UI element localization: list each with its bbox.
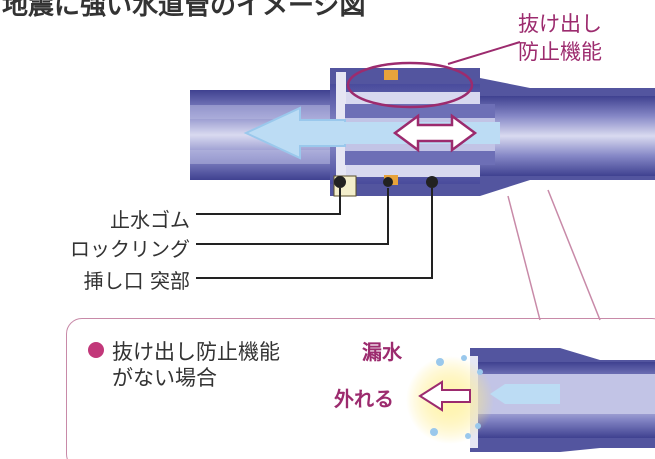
inset-note-line2: がない場合 xyxy=(112,366,217,390)
leak-label: 漏水 xyxy=(362,340,402,364)
leader-gasket xyxy=(196,188,341,215)
diagram-title: 地震に強い水道管のイメージ図 xyxy=(2,0,366,21)
label-protrusion: 挿し口 突部 xyxy=(83,269,190,293)
label-lock-ring: ロックリング xyxy=(70,237,190,261)
lock-ring-top xyxy=(384,70,398,80)
inset-flow-arrow xyxy=(505,384,560,404)
marker-protrusion xyxy=(426,176,438,188)
water-drops xyxy=(430,355,483,439)
detach-label: 外れる xyxy=(334,387,394,411)
bullet-icon xyxy=(88,342,104,358)
label-gasket: 止水ゴム xyxy=(110,208,190,232)
callout-ellipse xyxy=(346,61,474,109)
inset-note-line1: 抜け出し防止機能 xyxy=(112,340,280,364)
zoom-line-left xyxy=(507,195,541,321)
callout-leader xyxy=(447,41,521,65)
leader-ring xyxy=(196,188,389,245)
leader-protrusion xyxy=(196,188,433,279)
marker-ring xyxy=(383,177,393,187)
double-arrow-icon xyxy=(392,113,478,153)
inset-flow-arrow-head xyxy=(490,384,505,404)
marker-gasket xyxy=(334,176,346,188)
callout-line1: 抜け出し xyxy=(518,12,602,36)
callout-line2: 防止機能 xyxy=(518,40,602,64)
detach-arrow-icon xyxy=(418,380,471,412)
inset-panel xyxy=(66,318,655,459)
zoom-line-right xyxy=(547,189,601,321)
